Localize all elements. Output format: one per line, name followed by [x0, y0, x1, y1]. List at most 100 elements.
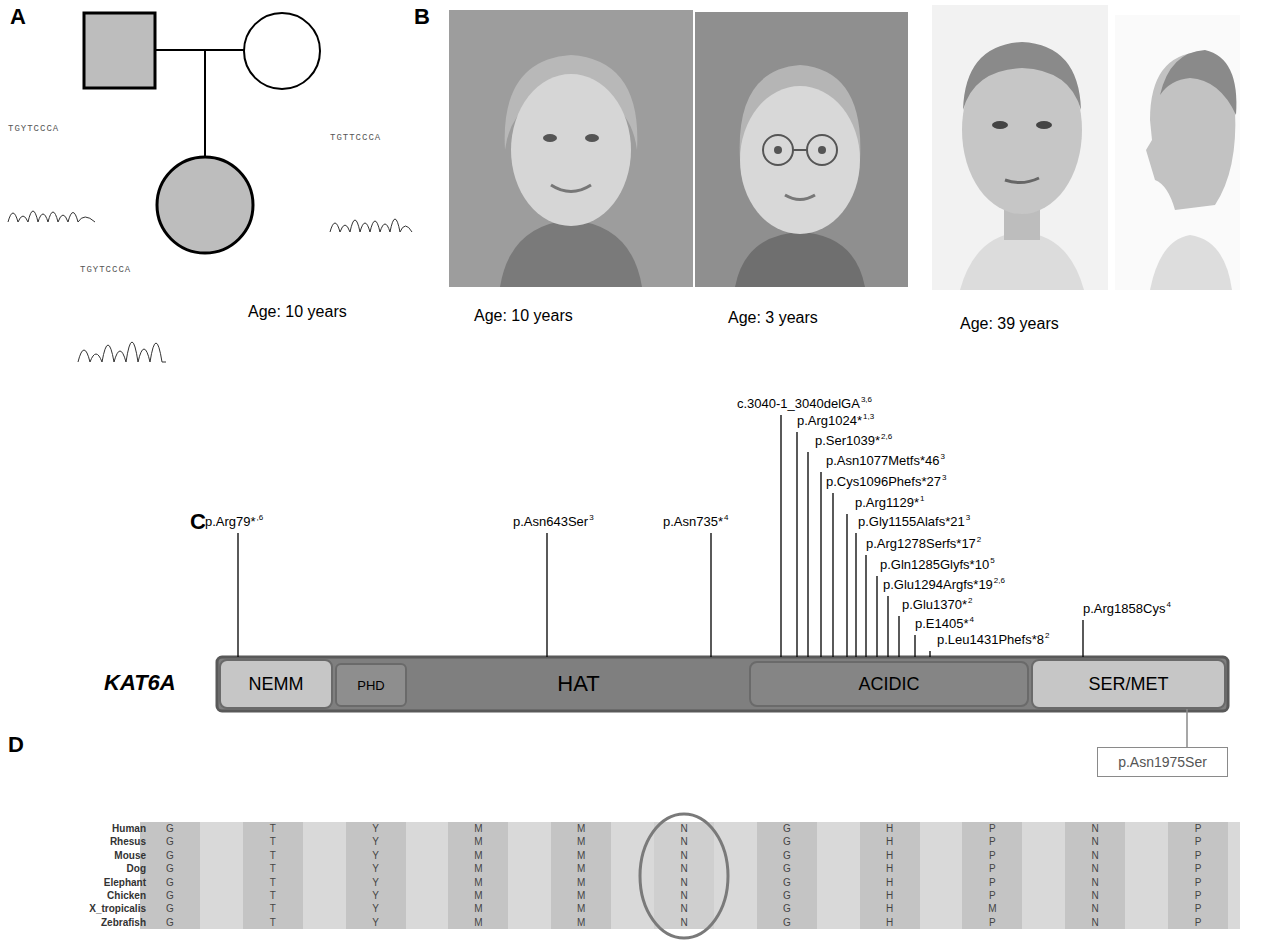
- residue-cell: N: [1092, 877, 1099, 889]
- residue-cell: N: [680, 863, 687, 875]
- residue-cell: G: [166, 877, 174, 889]
- variant-label: p.Cys1096Phefs*27: [826, 474, 941, 490]
- residue-cell: H: [886, 903, 893, 915]
- variant-label: c.3040-1_3040delGA: [737, 396, 860, 412]
- residue-cell: G: [166, 850, 174, 862]
- leader-line: [237, 533, 238, 657]
- reference-superscript: 1,3: [863, 412, 874, 422]
- leader-line: [832, 493, 833, 657]
- reference-superscript: 1: [920, 494, 924, 504]
- residue-cell: T: [270, 903, 276, 915]
- reference-superscript: 5: [990, 556, 994, 566]
- residue-cell: H: [886, 917, 893, 929]
- leader-line: [855, 533, 856, 657]
- variant-label: p.Leu1431Phefs*8: [937, 632, 1044, 648]
- node-text: p.Asn1975Ser: [1118, 754, 1207, 770]
- residue-cell: G: [783, 903, 791, 915]
- node-text: HAT: [557, 671, 599, 697]
- leader-lines: [238, 415, 1083, 657]
- reference-superscript: 3,6: [861, 395, 872, 405]
- residue-cell: T: [270, 890, 276, 902]
- reference-superscript: 2: [968, 596, 972, 606]
- species-name: Rhesus: [110, 836, 146, 848]
- residue-cell: N: [680, 836, 687, 848]
- leader-line: [876, 576, 877, 657]
- residue-cell: P: [1195, 877, 1202, 889]
- reference-superscript: 2,6: [881, 432, 892, 442]
- residue-cell: G: [783, 850, 791, 862]
- reference-superscript: 2,6: [994, 576, 1005, 586]
- residue-cell: M: [474, 890, 482, 902]
- residue-cell: T: [270, 823, 276, 835]
- variant-label: p.Ser1039*: [815, 433, 880, 449]
- node-text: SER/MET: [1088, 674, 1168, 695]
- figure-label: Age: 10 years: [474, 306, 573, 325]
- residue-cell: P: [1195, 863, 1202, 875]
- residue-cell: G: [166, 863, 174, 875]
- residue-cell: P: [989, 836, 996, 848]
- figure-label: Age: 10 years: [248, 302, 347, 321]
- domain-box: SER/MET: [1031, 659, 1226, 709]
- residue-cell: N: [1092, 850, 1099, 862]
- variant-label: p.Asn643Ser: [513, 514, 588, 530]
- variant-label: p.Gln1285Glyfs*10: [880, 557, 989, 573]
- residue-cell: Y: [372, 877, 379, 889]
- reference-superscript: 3: [966, 513, 970, 523]
- residue-cell: M: [577, 850, 585, 862]
- residue-cell: P: [1195, 917, 1202, 929]
- residue-cell: H: [886, 877, 893, 889]
- residue-cell: Y: [372, 903, 379, 915]
- variant-label: p.Glu1294Argfs*19: [883, 577, 993, 593]
- domain-box: HAT: [410, 659, 747, 709]
- patient-photo: [695, 12, 908, 287]
- residue-cell: T: [270, 863, 276, 875]
- reference-superscript: 2: [1045, 631, 1049, 641]
- species-name: Zebrafish: [101, 917, 146, 929]
- residue-cell: M: [474, 917, 482, 929]
- residue-cell: H: [886, 863, 893, 875]
- variant-label: p.Arg1129*: [855, 495, 919, 511]
- patient-photo: [932, 5, 1108, 290]
- connector: [1186, 709, 1188, 747]
- variant-label: p.Glu1370*: [902, 597, 967, 613]
- figure-label: Age: 3 years: [728, 308, 818, 327]
- variant-label: p.Asn735*: [663, 514, 723, 530]
- residue-cell: G: [166, 823, 174, 835]
- residue-cell: P: [1195, 903, 1202, 915]
- leader-line: [546, 533, 547, 657]
- residue-cell: P: [989, 917, 996, 929]
- chromatogram: [8, 211, 412, 362]
- variant-label: p.Asn1077Metfs*46: [826, 453, 939, 469]
- residue-cell: N: [680, 917, 687, 929]
- residue-cell: M: [577, 890, 585, 902]
- reference-superscript: 2: [977, 535, 981, 545]
- residue-cell: Y: [372, 850, 379, 862]
- residue-cell: N: [1092, 863, 1099, 875]
- sequence-text: TGYTCCCA: [80, 265, 131, 276]
- reference-superscript: ,6: [257, 513, 264, 523]
- leader-line: [820, 472, 821, 657]
- species-name: Mouse: [114, 850, 146, 862]
- residue-cell: M: [577, 903, 585, 915]
- residue-cell: H: [886, 836, 893, 848]
- sequence-text: TGYTCCCA: [8, 124, 59, 135]
- variant-label: p.Gly1155Alafs*21: [858, 514, 965, 530]
- leader-line: [780, 415, 781, 657]
- leader-line: [887, 596, 888, 657]
- species-name: X_tropicalis: [89, 903, 146, 915]
- residue-cell: M: [474, 877, 482, 889]
- species-name: Elephant: [104, 877, 146, 889]
- species-name: Dog: [127, 863, 146, 875]
- residue-cell: G: [166, 890, 174, 902]
- leader-line: [846, 514, 847, 657]
- residue-cell: P: [989, 890, 996, 902]
- residue-cell: G: [166, 917, 174, 929]
- alignment-background: [140, 822, 1240, 929]
- residue-cell: P: [1195, 850, 1202, 862]
- variant-label: p.E1405*: [915, 616, 969, 632]
- residue-cell: N: [680, 850, 687, 862]
- leader-line: [796, 432, 797, 657]
- reference-superscript: 4: [1166, 600, 1170, 610]
- species-name: Human: [112, 823, 146, 835]
